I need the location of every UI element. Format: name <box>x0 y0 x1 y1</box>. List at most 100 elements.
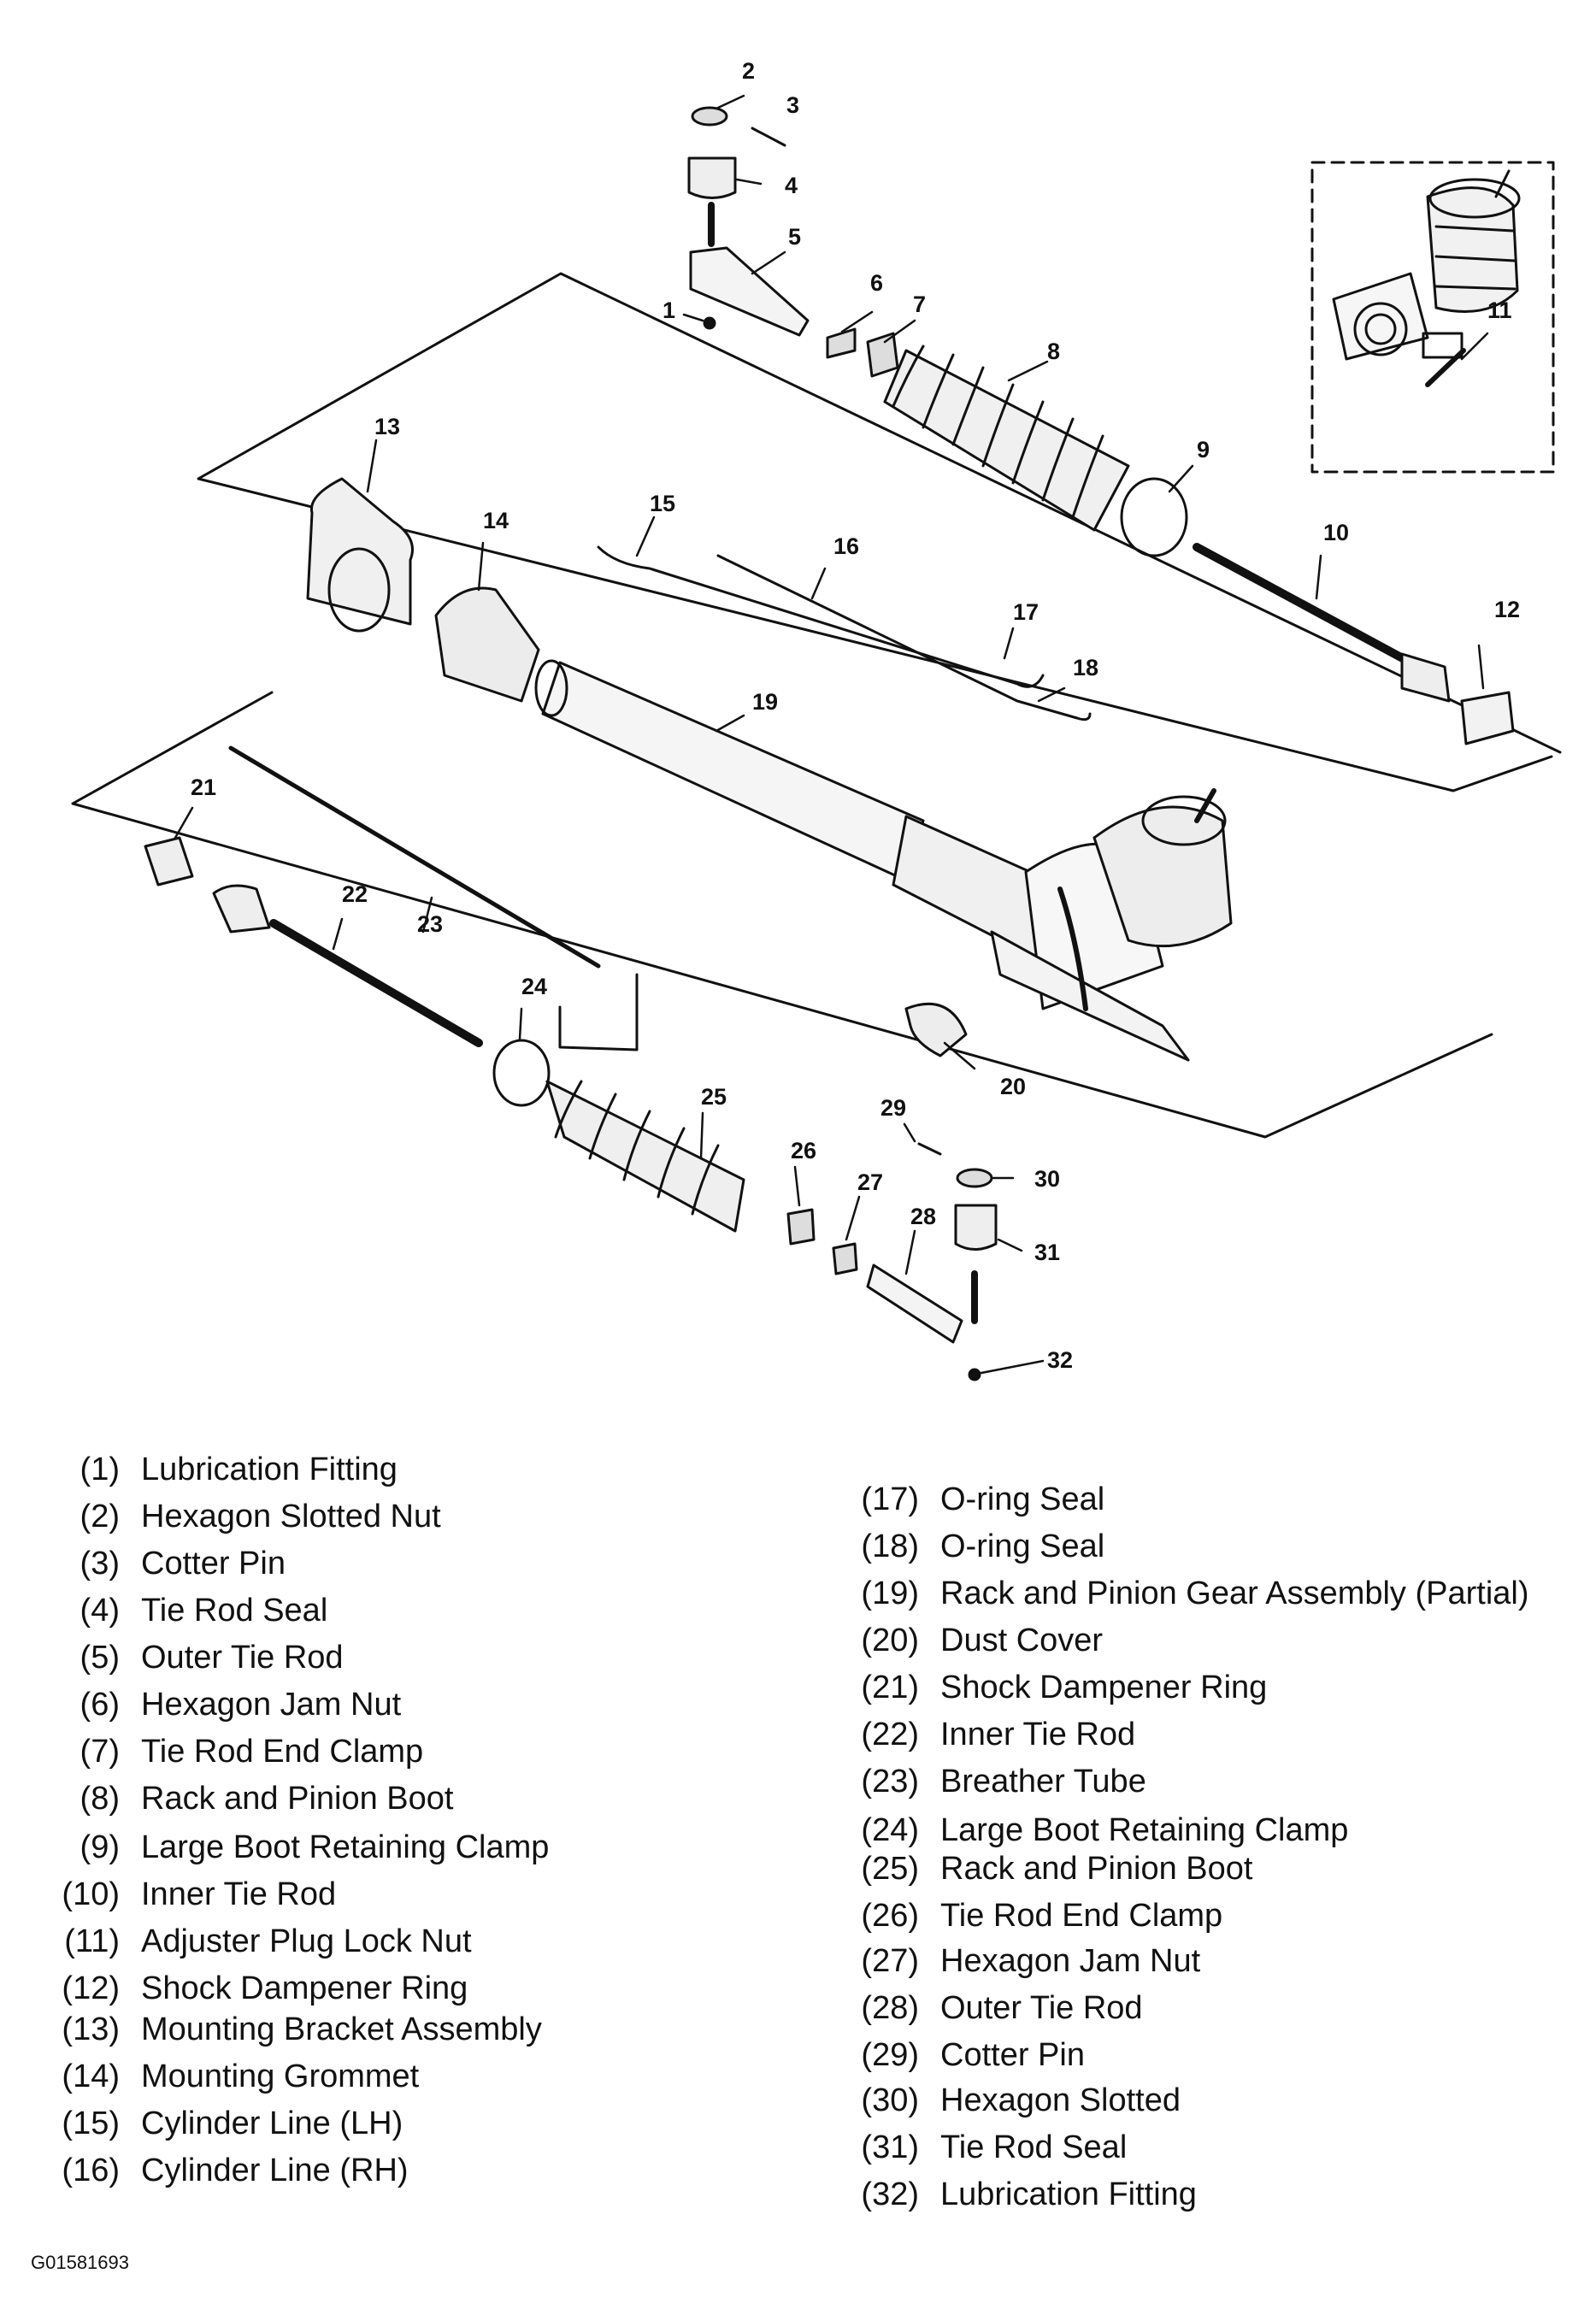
legend-number: (25) <box>861 1851 919 1887</box>
lower-rack-boot <box>545 1080 745 1233</box>
upper-tie-rod-end <box>687 106 899 378</box>
legend-number: (31) <box>861 2129 919 2165</box>
callout-7: 7 <box>913 292 926 317</box>
legend-number: (11) <box>64 1923 120 1959</box>
callout-5: 5 <box>788 224 801 250</box>
legend-number: (1) <box>80 1452 120 1487</box>
callout-1: 1 <box>663 297 675 323</box>
callout-leaders <box>174 94 1489 1375</box>
breather-tube-bracket <box>558 973 639 1051</box>
callout-16: 16 <box>833 533 859 559</box>
breather-tube <box>228 745 601 969</box>
legend-label: Lubrication Fitting <box>141 1452 398 1487</box>
callout-24: 24 <box>521 974 547 999</box>
legend-label: Rack and Pinion Boot <box>141 1781 454 1817</box>
callout-26: 26 <box>791 1138 816 1163</box>
legend-number: (13) <box>62 2011 120 2047</box>
legend-label: Adjuster Plug Lock Nut <box>141 1923 472 1959</box>
callout-20: 20 <box>1000 1074 1026 1099</box>
legend-number: (21) <box>861 1670 919 1705</box>
legend-number: (27) <box>861 1943 919 1979</box>
callout-27: 27 <box>857 1169 883 1195</box>
mounting-bracket <box>306 477 414 633</box>
legend-number: (9) <box>80 1829 120 1865</box>
legend-label: Hexagon Jam Nut <box>940 1943 1201 1979</box>
legend-number: (3) <box>80 1546 120 1581</box>
callout-6: 6 <box>870 270 883 296</box>
legend-label: Rack and Pinion Gear Assembly (Partial) <box>940 1576 1529 1611</box>
legend-label: Tie Rod End Clamp <box>940 1898 1223 1934</box>
callout-14: 14 <box>483 508 509 533</box>
lower-shock-ring <box>144 836 194 886</box>
callout-12: 12 <box>1494 597 1520 622</box>
callout-32: 32 <box>1047 1347 1073 1373</box>
legend-label: Mounting Bracket Assembly <box>141 2011 542 2047</box>
callout-23: 23 <box>417 911 443 937</box>
legend-label: Outer Tie Rod <box>940 1990 1143 2026</box>
legend-label: Tie Rod End Clamp <box>141 1734 424 1770</box>
legend-number: (6) <box>80 1687 120 1723</box>
mounting-grommet <box>434 586 540 703</box>
legend-number: (4) <box>80 1593 120 1629</box>
legend-number: (16) <box>62 2153 120 2188</box>
callout-10: 10 <box>1323 520 1349 545</box>
legend-number: (29) <box>861 2037 919 2073</box>
legend-number: (18) <box>861 1528 919 1564</box>
callout-21: 21 <box>191 775 216 800</box>
callout-15: 15 <box>650 491 675 516</box>
callout-13: 13 <box>374 414 400 439</box>
legend-number: (26) <box>861 1898 919 1934</box>
callout-22: 22 <box>342 881 368 907</box>
legend-label: Cylinder Line (RH) <box>141 2153 409 2188</box>
callout-11: 11 <box>1487 297 1512 323</box>
cylinder-line-lh <box>597 545 1045 688</box>
legend-label: Hexagon Slotted Nut <box>141 1499 441 1534</box>
inset-gear-housing <box>1332 169 1521 387</box>
legend-label: Shock Dampener Ring <box>940 1670 1268 1705</box>
callout-19: 19 <box>752 689 778 715</box>
legend-number: (5) <box>80 1640 120 1676</box>
callout-25: 25 <box>701 1084 727 1110</box>
cylinder-line-rh <box>716 554 1092 722</box>
exploded-steering-diagram: 1234567891011121314151617181920212223242… <box>71 58 1562 1381</box>
callout-31: 31 <box>1034 1240 1060 1265</box>
legend-label: Large Boot Retaining Clamp <box>141 1829 550 1865</box>
legend-number: (12) <box>62 1970 120 2006</box>
legend-number: (24) <box>861 1812 919 1848</box>
callout-29: 29 <box>880 1095 906 1121</box>
legend-number: (10) <box>62 1876 120 1912</box>
callout-3: 3 <box>786 92 799 118</box>
callout-2: 2 <box>742 58 755 84</box>
dust-cover <box>904 1002 968 1057</box>
legend-label: Tie Rod Seal <box>940 2129 1128 2165</box>
legend-number: (28) <box>861 1990 919 2026</box>
inset-dashed-box <box>1310 161 1555 474</box>
legend-number: (19) <box>861 1576 919 1611</box>
figure-id: G01581693 <box>31 2252 129 2273</box>
lower-inner-tie-rod <box>212 884 483 1047</box>
callout-17: 17 <box>1013 599 1039 625</box>
legend-number: (30) <box>861 2082 919 2118</box>
callout-28: 28 <box>910 1204 936 1229</box>
legend-label: Shock Dampener Ring <box>141 1970 468 2006</box>
legend-label: Large Boot Retaining Clamp <box>940 1812 1349 1848</box>
legend-number: (17) <box>861 1481 919 1517</box>
upper-inner-tie-rod <box>1193 543 1515 745</box>
legend-label: Tie Rod Seal <box>141 1593 328 1629</box>
legend-number: (2) <box>80 1499 120 1534</box>
legend-number: (20) <box>861 1623 919 1658</box>
legend-label: O-ring Seal <box>940 1528 1105 1564</box>
legend-label: O-ring Seal <box>940 1481 1105 1517</box>
legend-label: Mounting Grommet <box>141 2059 420 2094</box>
legend-label: Inner Tie Rod <box>940 1717 1136 1752</box>
upper-group-frame <box>197 272 1562 792</box>
legend-label: Cotter Pin <box>141 1546 286 1581</box>
legend-number: (22) <box>861 1717 919 1752</box>
legend-label: Outer Tie Rod <box>141 1640 344 1676</box>
legend-number: (32) <box>861 2176 919 2212</box>
callout-18: 18 <box>1073 655 1098 680</box>
lower-tie-rod-end <box>786 1142 998 1381</box>
lower-boot-clamp <box>492 1039 551 1107</box>
legend-label: Cylinder Line (LH) <box>141 2106 403 2141</box>
callout-9: 9 <box>1197 437 1210 462</box>
